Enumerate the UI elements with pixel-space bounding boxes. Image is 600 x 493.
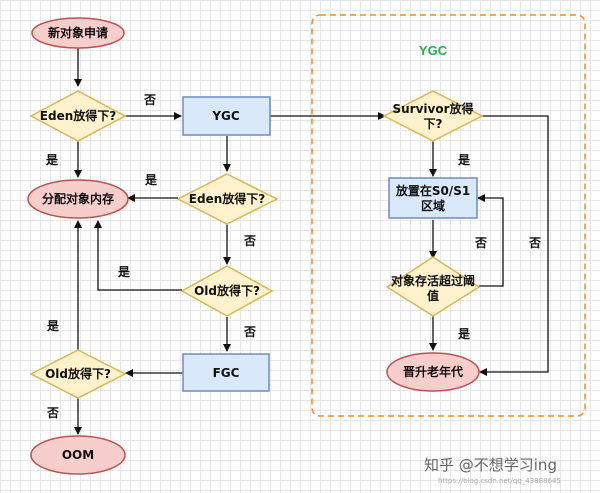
node-ygc: YGC — [182, 96, 271, 136]
node-s01: 放置在S0/S1 区域 — [388, 177, 478, 219]
ygc-region-title: YGC — [419, 43, 448, 58]
node-ygc-label: YGC — [211, 109, 240, 123]
node-survivor-label-1: Survivor放得 — [392, 101, 473, 116]
label-old2-no: 否 — [46, 406, 59, 420]
label-old1-yes: 是 — [117, 265, 131, 279]
edges — [74, 48, 549, 435]
label-age-yes: 是 — [457, 327, 471, 341]
node-promote: 晋升老年代 — [386, 352, 480, 392]
node-old1-label: Old放得下? — [194, 283, 260, 298]
node-s01-label-2: 区域 — [421, 198, 445, 213]
node-fgc: FGC — [182, 353, 270, 392]
node-old2: Old放得下? — [29, 349, 127, 399]
node-start: 新对象申请 — [31, 17, 125, 49]
node-alloc: 分配对象内存 — [27, 179, 129, 219]
node-alloc-label: 分配对象内存 — [42, 191, 114, 206]
label-old2-yes: 是 — [46, 319, 60, 333]
node-eden1: Eden放得下? — [29, 90, 127, 142]
watermark-url: https://blog.csdn.net/qq_43888645 — [438, 477, 561, 485]
node-eden2-label: Eden放得下? — [189, 191, 265, 206]
edge-age-to-s01 — [477, 194, 504, 287]
node-eden2: Eden放得下? — [176, 173, 279, 225]
node-s01-label-1: 放置在S0/S1 — [395, 183, 470, 198]
node-age-label-2: 值 — [427, 288, 439, 303]
label-age-no: 否 — [474, 236, 487, 250]
node-start-label: 新对象申请 — [48, 25, 108, 40]
node-promote-label: 晋升老年代 — [403, 364, 463, 379]
node-old2-label: Old放得下? — [45, 366, 111, 381]
label-survivor-no: 否 — [528, 236, 541, 250]
node-age-label-1: 对象存活超过阈 — [391, 273, 475, 288]
node-survivor-label-2: 下? — [424, 117, 443, 131]
node-survivor: Survivor放得 下? — [382, 90, 484, 142]
label-eden2-yes: 是 — [144, 173, 158, 187]
label-eden1-yes: 是 — [45, 153, 59, 167]
label-old1-no: 否 — [243, 325, 256, 339]
node-fgc-label: FGC — [213, 366, 240, 380]
label-eden1-no: 否 — [143, 93, 156, 107]
edge-old1-to-alloc — [94, 220, 182, 291]
node-old1: Old放得下? — [180, 265, 274, 317]
watermark-text: 知乎 @不想学习ing — [424, 456, 557, 474]
label-survivor-yes: 是 — [457, 153, 471, 167]
node-oom-label: OOM — [62, 448, 94, 462]
node-age: 对象存活超过阈 值 — [385, 256, 481, 317]
node-eden1-label: Eden放得下? — [40, 108, 116, 123]
edge-survivor-to-promote — [479, 115, 549, 376]
node-oom: OOM — [30, 435, 126, 475]
ygc-region — [311, 14, 586, 417]
label-eden2-no: 否 — [243, 234, 256, 248]
